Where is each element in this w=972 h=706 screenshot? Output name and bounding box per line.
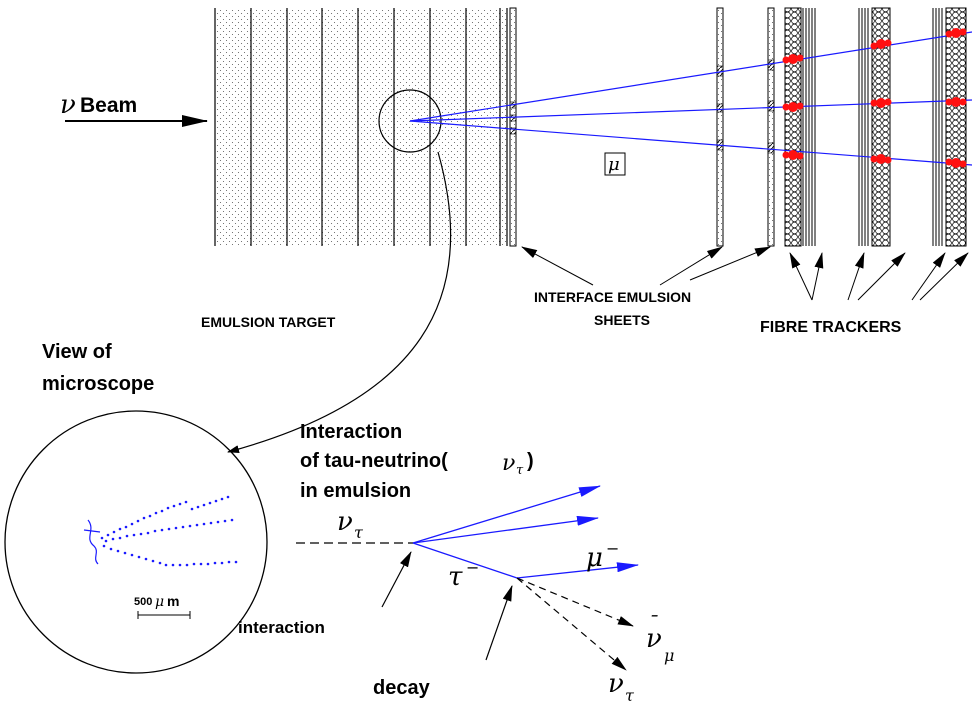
nu-mu-bar-label: ν ¯ μ — [646, 611, 674, 665]
microscope-view: 500 μ m — [4, 410, 268, 674]
svg-text:τ: τ — [516, 463, 524, 478]
muon-tag-box: μ — [604, 152, 626, 176]
interface-sheet-1 — [509, 7, 517, 247]
muon-tag-symbol: μ — [608, 154, 620, 175]
scale-bar-mu: μ — [155, 594, 164, 610]
fibre-pointer-arrows — [789, 252, 969, 301]
interface-sheet-2 — [716, 7, 724, 247]
svg-text:of tau-neutrino(: of tau-neutrino( — [300, 450, 448, 472]
svg-text:μ: μ — [586, 543, 603, 573]
microscope-circle — [4, 410, 268, 674]
hadron-track-2 — [412, 515, 599, 544]
neutrino-decay-lines — [516, 577, 634, 671]
nu-tau-out-line — [516, 577, 627, 671]
view-of-label: View of — [42, 341, 112, 363]
nu-tau-out-label: ν τ — [608, 669, 635, 705]
svg-text:ν: ν — [608, 669, 624, 699]
svg-text:ν: ν — [646, 624, 662, 654]
interaction-label: interaction — [238, 618, 325, 637]
svg-text:ν: ν — [337, 507, 353, 537]
interface-emulsion-label-line2: SHEETS — [594, 312, 650, 328]
svg-text:τ: τ — [625, 686, 635, 705]
scale-bar-number: 500 — [134, 596, 152, 608]
muon-track — [516, 562, 639, 579]
tau-track — [412, 542, 518, 579]
fibre-tracker-1 — [784, 7, 816, 247]
scale-bar-unit: m — [167, 593, 179, 609]
interaction-title-line2: of tau-neutrino( ν τ ) — [300, 450, 534, 478]
microscope-label: microscope — [42, 373, 154, 395]
tau-label: τ − — [448, 558, 479, 592]
microscope-dotted-tracks — [100, 495, 238, 567]
decay-pointer-arrow — [485, 585, 513, 661]
svg-text:−: − — [606, 539, 619, 558]
interaction-title-line3: in emulsion — [300, 480, 411, 502]
svg-text:τ: τ — [448, 562, 463, 592]
fibre-tracker-2 — [858, 7, 891, 247]
hadron-track-1 — [412, 485, 601, 544]
svg-text:): ) — [527, 450, 534, 472]
interface-sheet-3 — [767, 7, 775, 247]
nu-mu-bar-line — [516, 577, 634, 627]
svg-text:μ: μ — [664, 646, 674, 665]
svg-text:τ: τ — [354, 523, 364, 542]
interaction-pointer-arrow — [381, 551, 412, 608]
decay-label: decay — [373, 677, 431, 699]
beam-word: Beam — [80, 94, 137, 117]
fibre-trackers-label: FIBRE TRACKERS — [760, 319, 902, 336]
svg-text:−: − — [466, 558, 479, 577]
svg-text:¯: ¯ — [648, 611, 658, 635]
muon-label: μ − — [586, 539, 619, 573]
fibre-tracker-3 — [932, 7, 967, 247]
beam-nu-symbol: ν — [60, 90, 76, 120]
zoom-pointer-curve — [227, 151, 452, 453]
interface-emulsion-label-line1: INTERFACE EMULSION — [534, 289, 691, 305]
emulsion-target-label: EMULSION TARGET — [201, 314, 336, 330]
svg-text:ν: ν — [502, 451, 515, 476]
interface-pointer-arrows — [521, 246, 771, 286]
scale-bar: 500 μ m — [134, 593, 191, 619]
interaction-title-line1: Interaction — [300, 421, 402, 443]
event-tracks — [412, 485, 639, 579]
fibre-hits — [782, 28, 967, 168]
vertex-magnifier-circle — [378, 89, 442, 153]
microscope-vertex-squiggle — [87, 519, 99, 565]
beam-label: ν Beam — [60, 90, 137, 120]
emulsion-target-block — [214, 8, 508, 246]
nu-tau-in-label: ν τ — [337, 507, 364, 542]
